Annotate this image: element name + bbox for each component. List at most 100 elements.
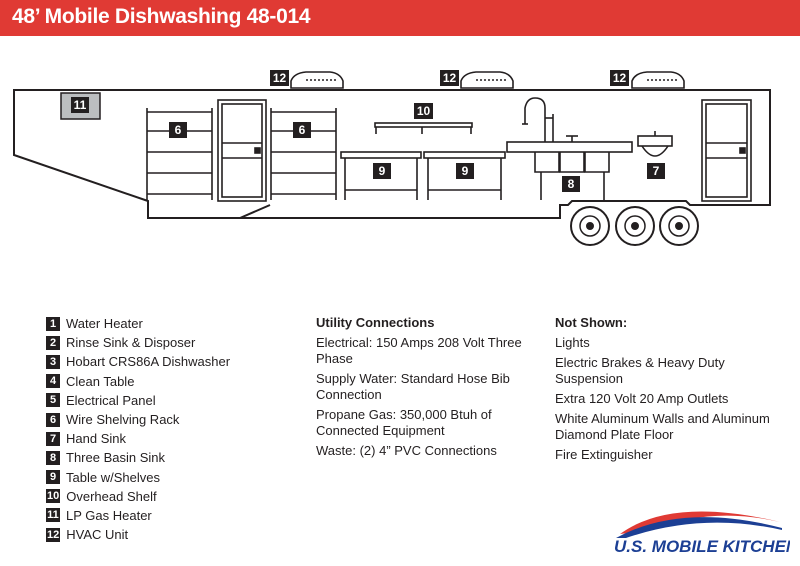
callout-overhead-shelf: 10 xyxy=(414,103,433,119)
callout-text: 9 xyxy=(462,164,469,178)
legend-number: 8 xyxy=(46,450,60,465)
legend-item: 3 Hobart CRS86A Dishwasher xyxy=(46,352,296,371)
callout-shelving-right: 6 xyxy=(293,122,311,138)
utility-item: Supply Water: Standard Hose Bib Connecti… xyxy=(316,371,510,402)
door-right xyxy=(701,99,752,202)
hvac-unit-1 xyxy=(290,71,344,89)
header-bar: 48’ Mobile Dishwashing 48-014 xyxy=(0,0,800,36)
svg-text:U.S. MOBILE KITCHENS: U.S. MOBILE KITCHENS xyxy=(614,537,790,556)
legend-number: 2 xyxy=(46,335,60,350)
legend-item: 8 Three Basin Sink xyxy=(46,448,296,467)
legend-label: Wire Shelving Rack xyxy=(66,412,180,428)
legend-number: 12 xyxy=(46,527,61,542)
utility-heading: Utility Connections xyxy=(316,315,435,330)
callout-hvac-1: 12 xyxy=(270,70,289,86)
wheel-1-icon xyxy=(570,206,610,246)
axle-wheels xyxy=(570,206,699,246)
legend-label: Hobart CRS86A Dishwasher xyxy=(66,354,231,370)
shelving-rack-left xyxy=(146,108,213,200)
legend-label: Water Heater xyxy=(66,316,143,332)
legend-label: Overhead Shelf xyxy=(66,488,157,504)
legend-item: 10 Overhead Shelf xyxy=(46,487,296,506)
callout-shelving-left: 6 xyxy=(169,122,187,138)
not-shown-item: Extra 120 Volt 20 Amp Outlets xyxy=(555,391,729,406)
not-shown-list: Not Shown: Lights Electric Brakes & Heav… xyxy=(555,315,780,467)
callout-text: 6 xyxy=(299,123,306,137)
legend-label: HVAC Unit xyxy=(66,527,129,543)
not-shown-item: Lights xyxy=(555,335,590,350)
logo-swoosh-blue xyxy=(616,517,782,538)
callout-text: 11 xyxy=(74,98,87,112)
legend-item: 2 Rinse Sink & Disposer xyxy=(46,333,296,352)
page-title: 48’ Mobile Dishwashing 48-014 xyxy=(12,5,311,28)
legend-label: LP Gas Heater xyxy=(66,507,152,523)
legend-item: 6 Wire Shelving Rack xyxy=(46,410,296,429)
legend-item: 7 Hand Sink xyxy=(46,429,296,448)
utility-connections: Utility Connections Electrical: 150 Amps… xyxy=(316,315,531,463)
trailer-outline xyxy=(13,89,771,219)
shelving-rack-right xyxy=(270,108,337,200)
overhead-shelf xyxy=(374,122,473,134)
table-right xyxy=(423,151,506,200)
not-shown-heading: Not Shown: xyxy=(555,315,628,330)
not-shown-item: Electric Brakes & Heavy Duty Suspension xyxy=(555,355,725,386)
trailer-hitch xyxy=(148,204,271,219)
hvac-unit-3 xyxy=(631,71,685,89)
callout-hand-sink: 7 xyxy=(647,163,665,179)
not-shown-item: Fire Extinguisher xyxy=(555,447,653,462)
callout-three-basin-sink: 8 xyxy=(562,176,580,192)
not-shown-item: White Aluminum Walls and Aluminum Diamon… xyxy=(555,411,770,442)
logo-text-us: U.S. xyxy=(614,537,652,556)
utility-item: Propane Gas: 350,000 Btuh of Connected E… xyxy=(316,407,492,438)
legend-item: 1 Water Heater xyxy=(46,314,296,333)
utility-item: Waste: (2) 4” PVC Connections xyxy=(316,443,497,458)
legend-number: 10 xyxy=(46,489,61,504)
callout-text: 8 xyxy=(568,177,575,191)
logo-text-brand: MOBILE KITCHENS xyxy=(652,537,790,556)
logo-swoosh-red xyxy=(620,511,780,534)
callout-text: 12 xyxy=(273,71,287,85)
legend-label: Three Basin Sink xyxy=(66,450,165,466)
legend-number: 6 xyxy=(46,412,60,427)
pre-rinse-faucet xyxy=(522,97,554,142)
callout-text: 12 xyxy=(443,71,457,85)
legend-item: 9 Table w/Shelves xyxy=(46,468,296,487)
legend-number: 5 xyxy=(46,393,60,408)
legend-label: Table w/Shelves xyxy=(66,469,160,485)
legend-number: 11 xyxy=(46,508,60,523)
legend-item: 11 LP Gas Heater xyxy=(46,506,296,525)
legend-label: Rinse Sink & Disposer xyxy=(66,335,196,351)
legend-label: Electrical Panel xyxy=(66,392,156,408)
hvac-unit-2 xyxy=(460,71,514,89)
callout-text: 10 xyxy=(417,104,431,118)
legend-number: 4 xyxy=(46,374,60,389)
utility-item: Electrical: 150 Amps 208 Volt Three Phas… xyxy=(316,335,522,366)
callout-hvac-2: 12 xyxy=(440,70,459,86)
callout-table-right: 9 xyxy=(456,163,474,179)
legend-item: 5 Electrical Panel xyxy=(46,391,296,410)
callout-table-left: 9 xyxy=(373,163,391,179)
callout-text: 12 xyxy=(613,71,627,85)
hand-sink-drawing xyxy=(637,131,673,157)
three-basin-sink-drawing xyxy=(506,135,633,200)
trailer-diagram: 11 6 6 10 9 9 8 7 xyxy=(13,70,771,246)
legend-list: 1 Water Heater 2 Rinse Sink & Disposer 3 Hoba… xyxy=(46,314,296,544)
brand-logo: U.S. MOBILE KITCHENS xyxy=(614,511,790,556)
legend-item: 12 HVAC Unit xyxy=(46,525,296,544)
legend-number: 1 xyxy=(46,316,60,331)
legend-number: 9 xyxy=(46,470,60,485)
callout-text: 9 xyxy=(379,164,386,178)
wheel-3-icon xyxy=(659,206,699,246)
callout-text: 6 xyxy=(175,123,182,137)
table-left xyxy=(340,151,422,200)
callout-text: 7 xyxy=(653,164,660,178)
wheel-2-icon xyxy=(615,206,655,246)
door-left xyxy=(217,99,267,202)
legend-number: 7 xyxy=(46,431,60,446)
legend-label: Clean Table xyxy=(66,373,135,389)
legend-label: Hand Sink xyxy=(66,431,126,447)
callout-hvac-3: 12 xyxy=(610,70,629,86)
callout-lp-gas-heater: 11 xyxy=(71,97,89,113)
legend-number: 3 xyxy=(46,354,60,369)
legend-item: 4 Clean Table xyxy=(46,372,296,391)
